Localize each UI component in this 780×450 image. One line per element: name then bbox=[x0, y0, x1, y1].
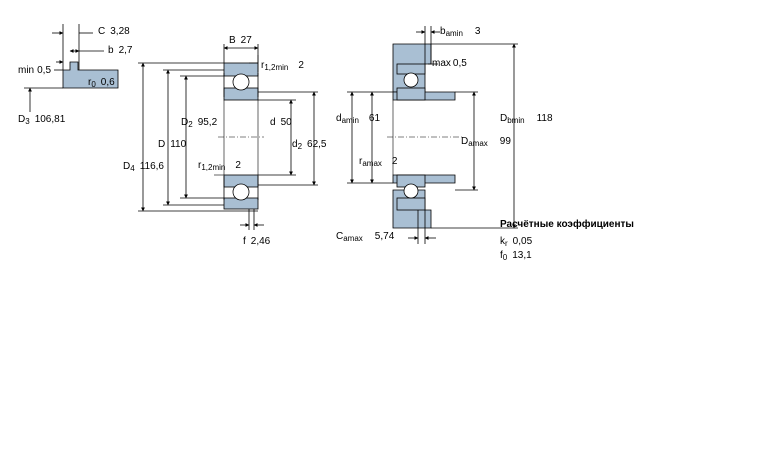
label-c-value: 3,28 bbox=[110, 26, 130, 37]
label-damax: Damax 99 bbox=[461, 136, 511, 148]
label-d3-sub: 3 bbox=[25, 117, 30, 126]
label-r0-sym: r bbox=[88, 77, 92, 88]
label-max-value: 0,5 bbox=[452, 58, 467, 69]
seal-top bbox=[223, 73, 259, 97]
label-d-outer: D 110 bbox=[158, 139, 186, 150]
label-d-bore: d 50 bbox=[270, 117, 292, 128]
label-d3-value: 106,81 bbox=[34, 114, 66, 125]
label-bamin-sym: b bbox=[440, 26, 446, 37]
label-r12-mid-sym: r bbox=[198, 160, 202, 171]
mounting-section bbox=[347, 26, 518, 244]
label-f0-value: 13,1 bbox=[512, 250, 532, 261]
label-bearing-b-sym: B bbox=[229, 35, 236, 46]
label-damin: damin 61 bbox=[336, 113, 381, 125]
bearing-section bbox=[138, 44, 318, 230]
ball-top bbox=[232, 73, 250, 91]
label-max-sym: max bbox=[432, 58, 451, 69]
label-dbmin-sym: D bbox=[500, 113, 508, 124]
label-min-value: 0,5 bbox=[37, 65, 52, 76]
label-f0-sub: 0 bbox=[502, 253, 508, 262]
label-r12-top-sub: 1,2min bbox=[264, 63, 289, 72]
mount-inner-ring-top bbox=[396, 87, 426, 101]
label-bearing-b: B 27 bbox=[229, 35, 252, 46]
label-f0: f0 13,1 bbox=[500, 250, 532, 262]
label-ramax: ramax 2 bbox=[359, 156, 398, 168]
label-r12-mid: r1,2min 2 bbox=[198, 160, 241, 172]
label-damin-value: 61 bbox=[368, 113, 381, 124]
label-r0: r0 0,6 bbox=[88, 77, 115, 89]
label-r12-top-value: 2 bbox=[298, 60, 304, 71]
label-d2-inner-value: 62,5 bbox=[307, 139, 327, 150]
label-f-value: 2,46 bbox=[250, 236, 271, 247]
label-damax-sub: amax bbox=[468, 139, 488, 148]
factors-title: Расчётные коэффициенты bbox=[500, 219, 634, 230]
label-c: C 3,28 bbox=[98, 26, 130, 37]
label-f: f 2,46 bbox=[243, 236, 270, 247]
label-d4-sym: D bbox=[123, 161, 131, 172]
seal-bottom bbox=[223, 176, 259, 200]
ball-bottom bbox=[232, 183, 250, 201]
label-damax-sym: D bbox=[461, 136, 469, 147]
label-r12-top: r1,2min 2 bbox=[261, 60, 304, 72]
label-d2-inner: d2 62,5 bbox=[292, 139, 327, 151]
label-r12-mid-value: 2 bbox=[235, 160, 241, 171]
label-damin-sub: amin bbox=[341, 116, 359, 125]
label-r12-mid-sub: 1,2min bbox=[201, 163, 226, 172]
label-d4-value: 116,6 bbox=[139, 161, 164, 172]
label-r0-sub: 0 bbox=[91, 80, 96, 89]
label-dbmin-sub: bmin bbox=[507, 116, 525, 125]
label-c-sym: C bbox=[98, 26, 106, 37]
mount-ball-top bbox=[403, 72, 419, 88]
groove-detail bbox=[24, 24, 119, 112]
label-d-bore-sym: d bbox=[270, 117, 276, 128]
label-kr-value: 0,05 bbox=[512, 236, 533, 247]
label-d4: D4 116,6 bbox=[123, 161, 164, 173]
groove-housing-fill bbox=[62, 61, 119, 89]
label-damax-value: 99 bbox=[499, 136, 511, 147]
label-d-outer-value: 110 bbox=[170, 139, 187, 150]
label-ramax-sym: r bbox=[359, 156, 363, 167]
label-dbmin: Dbmin 118 bbox=[500, 113, 553, 125]
mount-ball-bottom bbox=[403, 183, 419, 199]
label-camax-sub: amax bbox=[343, 234, 363, 243]
label-kr-sub: r bbox=[505, 239, 508, 248]
label-bearing-b-value: 27 bbox=[240, 35, 252, 46]
label-f-sym: f bbox=[243, 236, 246, 247]
label-ramax-value: 2 bbox=[391, 156, 398, 167]
label-d2-inner-sub: 2 bbox=[297, 142, 303, 151]
label-bamin-sub: amin bbox=[445, 29, 463, 38]
label-d4-sub: 4 bbox=[130, 164, 135, 173]
label-kr: kr 0,05 bbox=[500, 236, 533, 248]
label-b-sym: b bbox=[108, 45, 114, 56]
label-d2-outer: D2 95,2 bbox=[181, 117, 218, 129]
label-d2-inner-sym: d bbox=[292, 139, 298, 150]
label-camax: Camax 5,74 bbox=[336, 231, 395, 243]
label-bamin-value: 3 bbox=[474, 26, 481, 37]
label-b-value: 2,7 bbox=[118, 45, 133, 56]
label-d-outer-sym: D bbox=[158, 139, 166, 150]
mount-outer-ring-bottom bbox=[396, 197, 426, 211]
label-d2-outer-sym: D bbox=[181, 117, 189, 128]
label-f0-sym: f bbox=[500, 250, 503, 261]
label-b: b 2,7 bbox=[108, 45, 132, 56]
label-d3-sym: D bbox=[18, 114, 26, 125]
label-d3: D3 106,81 bbox=[18, 114, 66, 126]
label-kr-sym: k bbox=[500, 236, 505, 247]
mount-outer-ring-top bbox=[396, 63, 426, 75]
label-camax-value: 5,74 bbox=[374, 231, 395, 242]
label-d2-outer-sub: 2 bbox=[188, 120, 193, 129]
label-bamin: bamin 3 bbox=[440, 26, 481, 38]
label-r0-value: 0,6 bbox=[100, 77, 115, 88]
label-min-sym: min bbox=[18, 65, 35, 76]
label-d-bore-value: 50 bbox=[280, 117, 292, 128]
label-camax-sym: C bbox=[336, 231, 344, 242]
label-r12-top-sym: r bbox=[261, 60, 265, 71]
label-ramax-sub: amax bbox=[362, 159, 382, 168]
label-damin-sym: d bbox=[336, 113, 342, 124]
label-d2-outer-value: 95,2 bbox=[197, 117, 218, 128]
label-dbmin-value: 118 bbox=[536, 113, 553, 124]
